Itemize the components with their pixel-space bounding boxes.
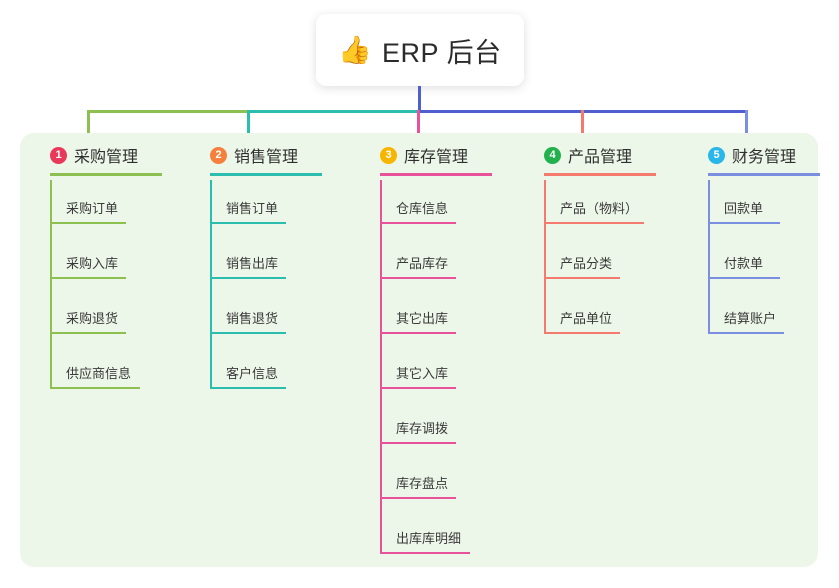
branch-header-1[interactable]: 1 采购管理 (36, 140, 138, 170)
leaf-item-label[interactable]: 产品分类 (560, 256, 613, 271)
branch-spine (210, 180, 212, 387)
root-node-title: ERP 后台 (382, 37, 502, 68)
branch-drop-2 (247, 110, 250, 146)
leaf-item-rule (380, 552, 470, 554)
branch-number-badge: 3 (380, 146, 397, 164)
branch-drop-5 (745, 110, 748, 146)
branch-spine (50, 180, 52, 387)
branch-column-4: 4 产品管理产品（物料） 产品分类产品单位 (530, 140, 656, 334)
leaf-item-rule (50, 387, 140, 389)
branch-title: 采购管理 (74, 149, 139, 166)
leaf-item-rule (544, 277, 620, 279)
branch-header-rule (708, 173, 820, 176)
leaf-item-label[interactable]: 付款单 (724, 256, 764, 271)
branch-drop-3 (417, 110, 420, 146)
branch-column-2: 2 销售管理销售订单销售出库销售退货客户信息 (196, 140, 322, 389)
branch-title: 产品管理 (568, 149, 633, 166)
leaf-item-label[interactable]: 供应商信息 (66, 366, 132, 381)
branches-panel (20, 133, 818, 567)
leaf-item-label[interactable]: 销售出库 (226, 256, 279, 271)
leaf-item-rule (210, 332, 286, 334)
leaf-item-rule (380, 222, 456, 224)
branch-header-2[interactable]: 2 销售管理 (196, 140, 298, 170)
leaf-item-rule (708, 277, 780, 279)
leaf-item-rule (50, 332, 126, 334)
branch-title: 财务管理 (732, 149, 797, 166)
thumbs-up-icon: 👍 (338, 34, 373, 65)
leaf-item-label[interactable]: 采购入库 (66, 256, 119, 271)
branch-header-rule (380, 173, 492, 176)
leaf-item-rule (50, 277, 126, 279)
leaf-item-rule (380, 332, 456, 334)
bus-segment-teal (248, 110, 420, 113)
leaf-item-rule (544, 332, 620, 334)
branch-drop-4 (581, 110, 584, 146)
leaf-item-rule (380, 497, 456, 499)
branch-number-badge: 5 (708, 146, 725, 164)
root-trunk-line (418, 86, 421, 113)
branch-number-badge: 4 (544, 146, 561, 164)
branch-column-1: 1 采购管理采购订单采购入库采购退货供应商信息 (36, 140, 162, 389)
branch-column-5: 5 财务管理回款单付款单结算账户 (694, 140, 820, 334)
leaf-item-rule (210, 277, 286, 279)
leaf-item-rule (210, 222, 286, 224)
leaf-item-label[interactable]: 其它入库 (396, 366, 449, 381)
leaf-item-label[interactable]: 库存盘点 (396, 476, 449, 491)
leaf-item-label[interactable]: 其它出库 (396, 311, 449, 326)
branch-column-3: 3 库存管理仓库信息产品库存其它出库其它入库库存调拨库存盘点出库库明细 (366, 140, 492, 554)
leaf-item-rule (380, 442, 456, 444)
branch-spine (708, 180, 710, 332)
leaf-item-label[interactable]: 结算账户 (724, 311, 777, 326)
branch-spine (544, 180, 546, 332)
leaf-item-rule (380, 277, 456, 279)
branch-title: 销售管理 (234, 149, 299, 166)
leaf-item-rule (380, 387, 456, 389)
leaf-item-label[interactable]: 产品（物料） (560, 201, 639, 216)
leaf-item-label[interactable]: 销售退货 (226, 311, 279, 326)
leaf-item-rule (544, 222, 644, 224)
branch-spine (380, 180, 382, 552)
leaf-item-rule (50, 222, 126, 224)
branch-header-3[interactable]: 3 库存管理 (366, 140, 468, 170)
leaf-item-rule (708, 222, 780, 224)
leaf-item-label[interactable]: 仓库信息 (396, 201, 449, 216)
bus-segment-green (88, 110, 250, 113)
leaf-item-label[interactable]: 销售订单 (226, 201, 279, 216)
leaf-item-label[interactable]: 产品单位 (560, 311, 613, 326)
root-node-card[interactable]: 👍 ERP 后台 (316, 14, 524, 86)
branch-drop-1 (87, 110, 90, 146)
leaf-item-label[interactable]: 采购订单 (66, 201, 119, 216)
leaf-item-label[interactable]: 产品库存 (396, 256, 449, 271)
leaf-item-label[interactable]: 回款单 (724, 201, 764, 216)
branch-number-badge: 1 (50, 146, 67, 164)
leaf-item-rule (210, 387, 286, 389)
branch-header-rule (210, 173, 322, 176)
branch-title: 库存管理 (404, 149, 469, 166)
leaf-item-label[interactable]: 采购退货 (66, 311, 119, 326)
branch-header-4[interactable]: 4 产品管理 (530, 140, 632, 170)
leaf-item-rule (708, 332, 784, 334)
root-node-content: 👍 ERP 后台 (338, 31, 501, 70)
branch-header-5[interactable]: 5 财务管理 (694, 140, 796, 170)
leaf-item-label[interactable]: 出库库明细 (396, 531, 462, 546)
branch-header-rule (50, 173, 162, 176)
leaf-item-label[interactable]: 库存调拨 (396, 421, 449, 436)
branch-header-rule (544, 173, 656, 176)
branch-number-badge: 2 (210, 146, 227, 164)
leaf-item-label[interactable]: 客户信息 (226, 366, 279, 381)
